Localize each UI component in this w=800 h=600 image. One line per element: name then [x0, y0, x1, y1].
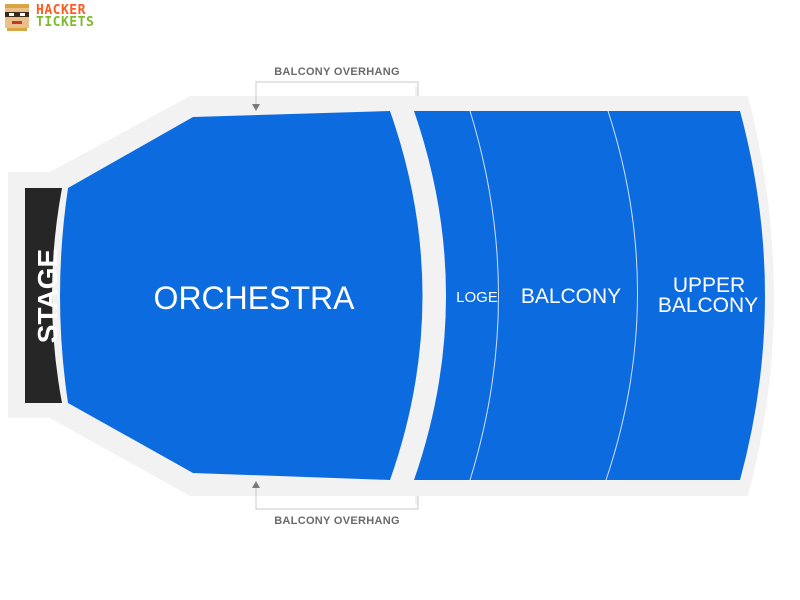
section-balcony-label: BALCONY — [521, 285, 621, 308]
section-upper-balcony-label-line-2: BALCONY — [658, 294, 758, 317]
arrow-down-icon — [252, 104, 260, 111]
balcony-overhang-bottom-label: BALCONY OVERHANG — [274, 515, 400, 527]
arrow-up-icon — [252, 481, 260, 488]
section-upper-balcony[interactable] — [606, 111, 765, 480]
section-balcony[interactable] — [470, 111, 638, 480]
balcony-overhang-top-marker — [252, 81, 419, 111]
balcony-overhang-top-label: BALCONY OVERHANG — [274, 66, 400, 78]
balcony-overhang-bottom-marker — [252, 481, 419, 510]
brand-line-1: HACKER — [36, 3, 86, 18]
stage-label: STAGE — [32, 249, 63, 343]
section-loge-label: LOGE — [456, 289, 498, 306]
section-orchestra[interactable] — [60, 111, 423, 480]
brand-line-2: TICKETS — [36, 15, 95, 30]
section-orchestra-label: ORCHESTRA — [154, 280, 356, 316]
hacker-tickets-logo[interactable]: HACKER TICKETS — [2, 2, 94, 32]
divider-loge-balcony — [469, 110, 499, 481]
stage[interactable] — [25, 188, 62, 403]
divider-balcony-upper — [605, 110, 638, 481]
section-loge[interactable] — [414, 111, 499, 480]
pixel-face-icon — [5, 4, 29, 31]
section-upper-balcony-label-line-1: UPPER — [673, 274, 745, 297]
